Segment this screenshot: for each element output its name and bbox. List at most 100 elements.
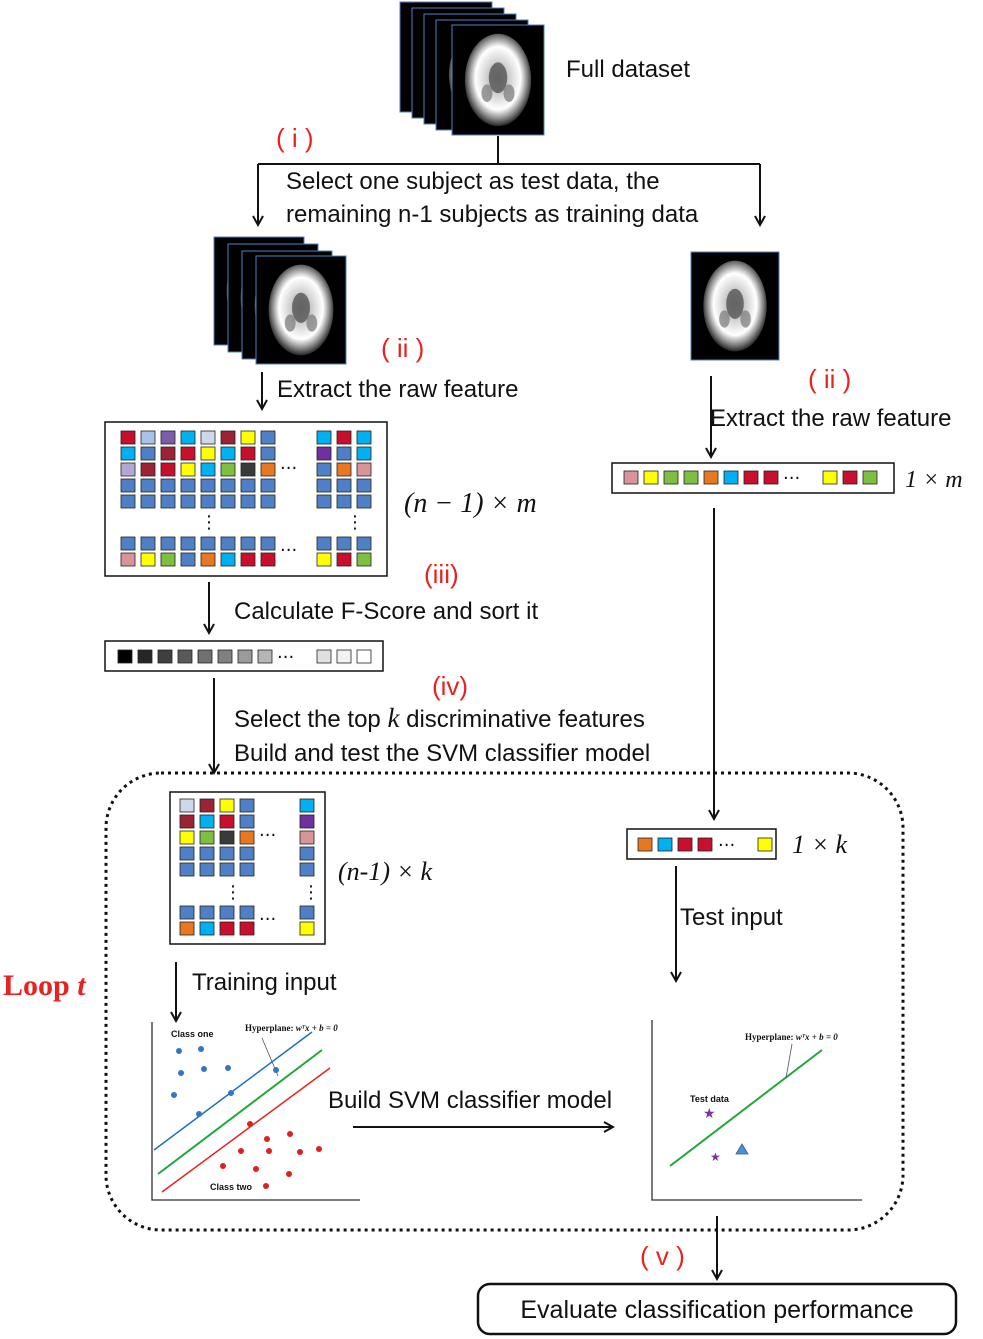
train-feature-cell: [120, 552, 136, 567]
topk-feature-cell: [299, 846, 315, 861]
train-feature-cell: [240, 552, 256, 567]
test-triangle-icon: [735, 1143, 749, 1155]
train-feature-cell: [180, 462, 196, 477]
evaluate-text: Evaluate classification performance: [520, 1296, 913, 1324]
class-two-dot: [263, 1183, 269, 1189]
test-star-icon: ★: [703, 1106, 716, 1122]
train-feature-cell: [260, 536, 276, 551]
class-two-dot: [316, 1146, 322, 1152]
train-feature-cell: [260, 494, 276, 509]
train-feature-cell: [200, 430, 216, 445]
train-feature-cell: [220, 536, 236, 551]
topk-feature-cell: [299, 814, 315, 829]
topk-feature-cell: [239, 846, 255, 861]
test-topk-cell: [757, 837, 773, 852]
topk-feature-cell: [219, 862, 235, 877]
hyperplane-line-green: [157, 1049, 323, 1175]
test-feature-cell: [723, 470, 739, 485]
test-feature-cell: [763, 470, 779, 485]
class-two-dot: [266, 1148, 272, 1154]
fscore-cell: [237, 649, 253, 664]
train-feature-cell: [356, 494, 372, 509]
test-topk-ellipsis-h: ···: [718, 835, 735, 856]
fscore-cell: [117, 649, 133, 664]
test-topk-cell: [657, 837, 673, 852]
train-feature-cell: [220, 552, 236, 567]
split-text-line2: remaining n-1 subjects as training data: [286, 201, 699, 228]
train-feature-cell: [356, 462, 372, 477]
fscore-cell: [137, 649, 153, 664]
train-feature-cell: [120, 462, 136, 477]
class-one-dot: [196, 1111, 202, 1117]
test-feature-cell: [623, 470, 639, 485]
train-ellipsis-h: ···: [280, 540, 297, 561]
train-feature-cell: [140, 552, 156, 567]
train-hyperplane-word: Hyperplane: [245, 1023, 291, 1033]
topk-feature-cell: [219, 830, 235, 845]
step-ii-right-label: ( ii ): [808, 364, 851, 394]
train-feature-cell: [356, 478, 372, 493]
train-hyperplane-eq: wᵀx + b = 0: [296, 1023, 339, 1033]
svm-test-plot: Hyperplane: wᵀx + b = 0 Test data ★ ★: [651, 1020, 862, 1201]
topk-feature-cell: [299, 921, 315, 936]
topk-feature-cell: [199, 921, 215, 936]
train-feature-cell: [160, 462, 176, 477]
train-feature-cell: [120, 446, 136, 461]
train-k-dim-label: (n-1) × k: [338, 857, 433, 886]
class-two-dot: [253, 1166, 259, 1172]
train-feature-cell: [356, 536, 372, 551]
train-feature-cell: [140, 536, 156, 551]
train-feature-cell: [160, 446, 176, 461]
train-feature-cell: [220, 430, 236, 445]
train-feature-cell: [316, 430, 332, 445]
train-feature-cell: [240, 462, 256, 477]
class-two-dot: [238, 1148, 244, 1154]
test-topk-cell: [637, 837, 653, 852]
test-feature-cell: [643, 470, 659, 485]
test-input-text: Test input: [680, 904, 783, 931]
class-two-dot: [220, 1163, 226, 1169]
train-feature-cell: [120, 536, 136, 551]
class-two-dot: [286, 1171, 292, 1177]
test-data-label: Test data: [690, 1094, 730, 1104]
select-k-var: k: [387, 703, 400, 733]
class-two-label: Class two: [210, 1182, 253, 1192]
train-feature-cell: [160, 552, 176, 567]
test-ellipsis-h: ···: [783, 468, 800, 489]
class-two-dot: [247, 1121, 253, 1127]
train-feature-cell: [316, 536, 332, 551]
svm-train-plot: Class one Class two Hyperplane: wᵀx + b …: [151, 1022, 360, 1201]
class-two-dot: [287, 1131, 293, 1137]
split-text-line1: Select one subject as test data, the: [286, 168, 660, 195]
step-ii-left-label: ( ii ): [381, 333, 424, 363]
full-dataset-label: Full dataset: [566, 56, 690, 83]
train-feature-cell: [240, 536, 256, 551]
train-feature-cell: [140, 462, 156, 477]
train-plot-axes: [151, 1022, 360, 1201]
topk-feature-cell: [299, 862, 315, 877]
train-feature-cell: [240, 430, 256, 445]
test-star-icon: ★: [710, 1150, 721, 1164]
extract-left-text: Extract the raw feature: [277, 376, 518, 403]
build-test-svm-text: Build and test the SVM classifier model: [234, 740, 650, 767]
test-feature-cell: [703, 470, 719, 485]
topk-feature-cell: [179, 814, 195, 829]
train-feature-cell: [316, 552, 332, 567]
train-feature-cell: [140, 478, 156, 493]
topk-feature-cell: [299, 798, 315, 813]
class-one-dot: [198, 1046, 204, 1052]
evaluate-box[interactable]: [476, 1282, 958, 1336]
train-feature-cell: [260, 430, 276, 445]
class-one-dots: [171, 1046, 279, 1117]
topk-feature-cell: [239, 814, 255, 829]
topk-feature-cell: [239, 798, 255, 813]
train-feature-cell: [200, 494, 216, 509]
test-topk-cell: [697, 837, 713, 852]
test-hyperplane-line: [669, 1049, 823, 1167]
train-feature-cell: [316, 446, 332, 461]
topk-feature-cell: [199, 905, 215, 920]
loop-label: Loop t: [3, 969, 87, 1002]
test-feature-cell: [743, 470, 759, 485]
test-hyperplane-eq: wᵀx + b = 0: [796, 1032, 839, 1042]
